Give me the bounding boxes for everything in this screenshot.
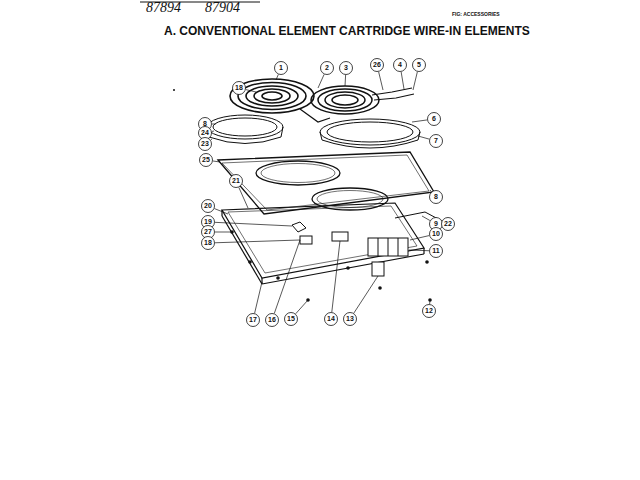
figure-tag: FIG: ACCESSORIES [452,11,500,17]
leader-line [246,90,256,92]
mounting-frame [222,203,424,284]
leader-line [422,216,430,221]
callout-number: 18 [231,84,247,92]
callout-number: 19 [200,218,216,226]
callout-number: 2 [319,64,335,72]
callout-number: 20 [200,202,216,210]
callout-number: 14 [323,315,339,323]
leader-line [318,74,324,88]
callout-number: 8 [197,120,213,128]
leader-line [215,232,232,233]
parts-drawing [140,2,440,302]
leader-line [255,282,262,313]
handwritten-number: 87904 [205,0,240,15]
leader-line [412,120,427,122]
callout-number: 7 [428,137,444,145]
callout-number: 11 [428,247,444,255]
callout-number: 16 [264,316,280,324]
terminal-block [292,212,440,276]
callout-number: 13 [342,315,358,323]
callout-number: 26 [369,61,385,69]
leader-line [345,75,347,86]
speck [173,89,175,91]
leader-line [429,300,430,304]
leader-line [214,209,228,214]
callout-number: 3 [338,64,354,72]
leader-line [239,187,248,208]
callout-number: 25 [198,156,214,164]
callout-number: 27 [200,228,216,236]
leader-line [212,124,216,125]
leader-line [413,72,417,90]
leader-line [213,161,220,162]
callout-number: 17 [245,316,261,324]
callout-number: 9 [428,220,444,228]
callout-number: 23 [197,140,213,148]
leader-line [409,250,429,252]
leader-line [276,74,278,80]
callout-number: 6 [426,115,442,123]
cooktop-plate [218,152,434,214]
right-coil-element [311,86,414,114]
leader-line [215,222,292,226]
callout-number: 15 [283,315,299,323]
callout-number: 4 [392,61,408,69]
leader-line [215,240,300,243]
title: A. CONVENTIONAL ELEMENT CARTRIDGE WIRE-I… [164,24,530,38]
leader-line [418,136,429,139]
leader-line [332,241,340,312]
leader-line [379,72,383,90]
leader-line [274,240,300,313]
leader-line [211,139,212,141]
callout-number: 22 [440,220,456,228]
leader-line [354,276,378,313]
handwritten-number: 87894 [146,0,181,15]
callout-number: 8 [428,193,444,201]
leader-line [212,131,214,132]
callout-number: 24 [197,129,213,137]
callout-number: 18 [200,239,216,247]
callout-number: 12 [421,307,437,315]
drip-pans [207,115,420,148]
leader-line [296,300,308,314]
callout-number: 5 [411,61,427,69]
left-coil-element [230,79,330,122]
leader-line [410,236,429,240]
callout-number: 1 [273,64,289,72]
callout-number: 10 [428,230,444,238]
leader-line [430,190,431,192]
callout-number: 21 [228,177,244,185]
leader-line [401,72,404,89]
